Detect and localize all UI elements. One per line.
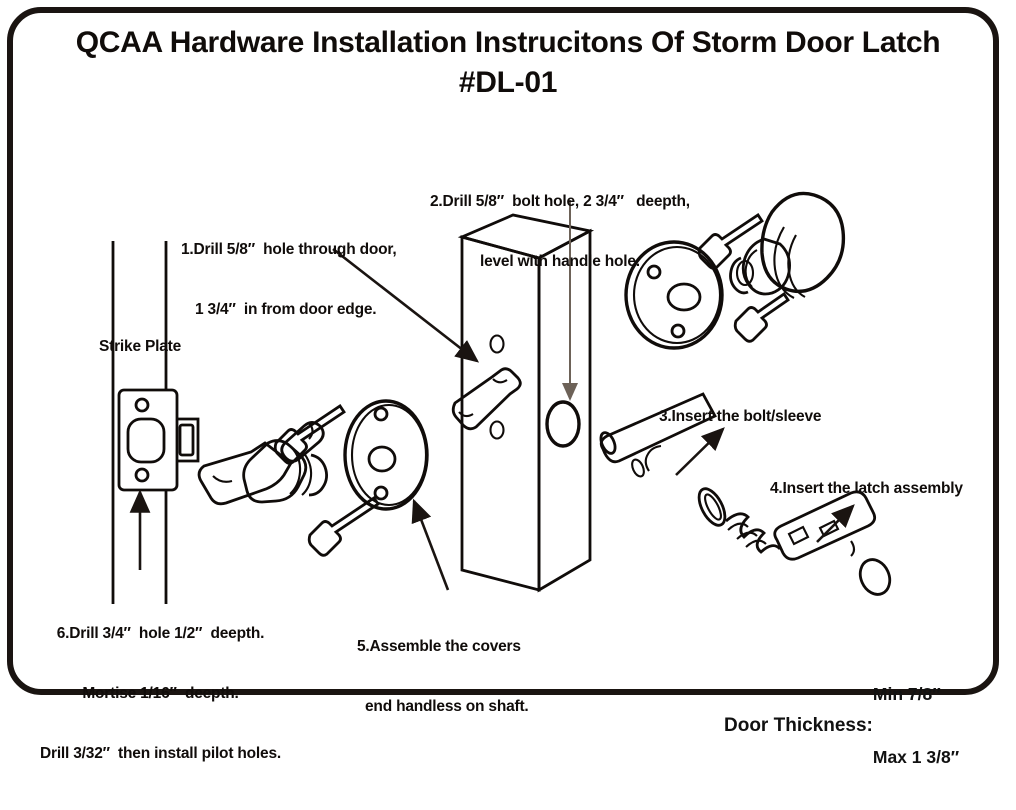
page-title-line1: QCAA Hardware Installation Instrucitons … bbox=[75, 26, 941, 59]
step-6-line-3: Drill 3/32″ then install pilot holes. bbox=[40, 745, 281, 762]
rose-screw-upper-left bbox=[273, 404, 346, 465]
callout-step-6: 6.Drill 3/4″ hole 1/2″ deepth. Mortise 1… bbox=[40, 584, 281, 804]
step-5-line-2: end handless on shaft. bbox=[365, 698, 529, 715]
page-title-line2: #DL-01 bbox=[458, 66, 558, 99]
rose-screw-lower-left bbox=[307, 496, 380, 557]
knob-rose-plate bbox=[624, 240, 724, 350]
instruction-sheet: QCAA Hardware Installation Instrucitons … bbox=[7, 7, 999, 767]
callout-step-5: 5.Assemble the covers end handless on sh… bbox=[357, 597, 529, 757]
door-thickness-label: Door Thickness: bbox=[724, 715, 873, 736]
callout-step-4: 4.Insert the latch assembly bbox=[770, 480, 963, 497]
door-slab bbox=[451, 213, 595, 593]
callout-step-3: 3.Insert the bolt/sleeve bbox=[659, 408, 822, 425]
strike-plate bbox=[117, 388, 200, 492]
knob-screw-upper bbox=[697, 213, 764, 270]
assembly-diagram bbox=[111, 191, 892, 604]
step-5-line-1: 5.Assemble the covers bbox=[357, 638, 521, 655]
callout-step-1: 1.Drill 5/8″ hole through door, 1 3/4″ i… bbox=[181, 200, 397, 360]
lever-rose-plate bbox=[343, 399, 429, 511]
door-knob bbox=[729, 191, 846, 299]
page-border bbox=[7, 7, 999, 695]
arrow-step-3 bbox=[675, 427, 725, 476]
door-thickness-spec: Door Thickness: Min 7/8″ Max 1 3/8″ bbox=[724, 642, 959, 810]
door-thickness-max: Max 1 3/8″ bbox=[872, 747, 960, 767]
step-1-line-1: 1.Drill 5/8″ hole through door, bbox=[181, 241, 397, 258]
arrow-step-4 bbox=[816, 504, 855, 543]
step-6-line-2: Mortise 1/16″ deepth. bbox=[82, 685, 239, 702]
callout-step-2: 2.Drill 5/8″ bolt hole, 2 3/4″ deepth, l… bbox=[430, 152, 690, 312]
bolt-sleeve bbox=[599, 392, 717, 478]
step-2-line-1: 2.Drill 5/8″ bolt hole, 2 3/4″ deepth, bbox=[430, 193, 690, 210]
step-6-line-1: 6.Drill 3/4″ hole 1/2″ deepth. bbox=[56, 625, 265, 642]
knob-screw-lower bbox=[733, 292, 790, 343]
step-1-line-2: 1 3/4″ in from door edge. bbox=[195, 301, 377, 318]
strike-plate-label: Strike Plate bbox=[99, 338, 182, 355]
door-thickness-values: Min 7/8″ Max 1 3/8″ bbox=[873, 642, 959, 810]
door-bolt-plug bbox=[451, 367, 522, 431]
bolt-washer-ring bbox=[697, 487, 727, 527]
arrow-step-5 bbox=[411, 498, 450, 591]
door-thickness-min: Min 7/8″ bbox=[872, 684, 941, 704]
lever-handle bbox=[197, 439, 328, 506]
arrow-step-1 bbox=[332, 247, 480, 363]
bolt-spring bbox=[725, 512, 782, 554]
step-2-line-2: level with handle hole. bbox=[479, 253, 640, 270]
latch-bolt-body bbox=[773, 490, 892, 596]
